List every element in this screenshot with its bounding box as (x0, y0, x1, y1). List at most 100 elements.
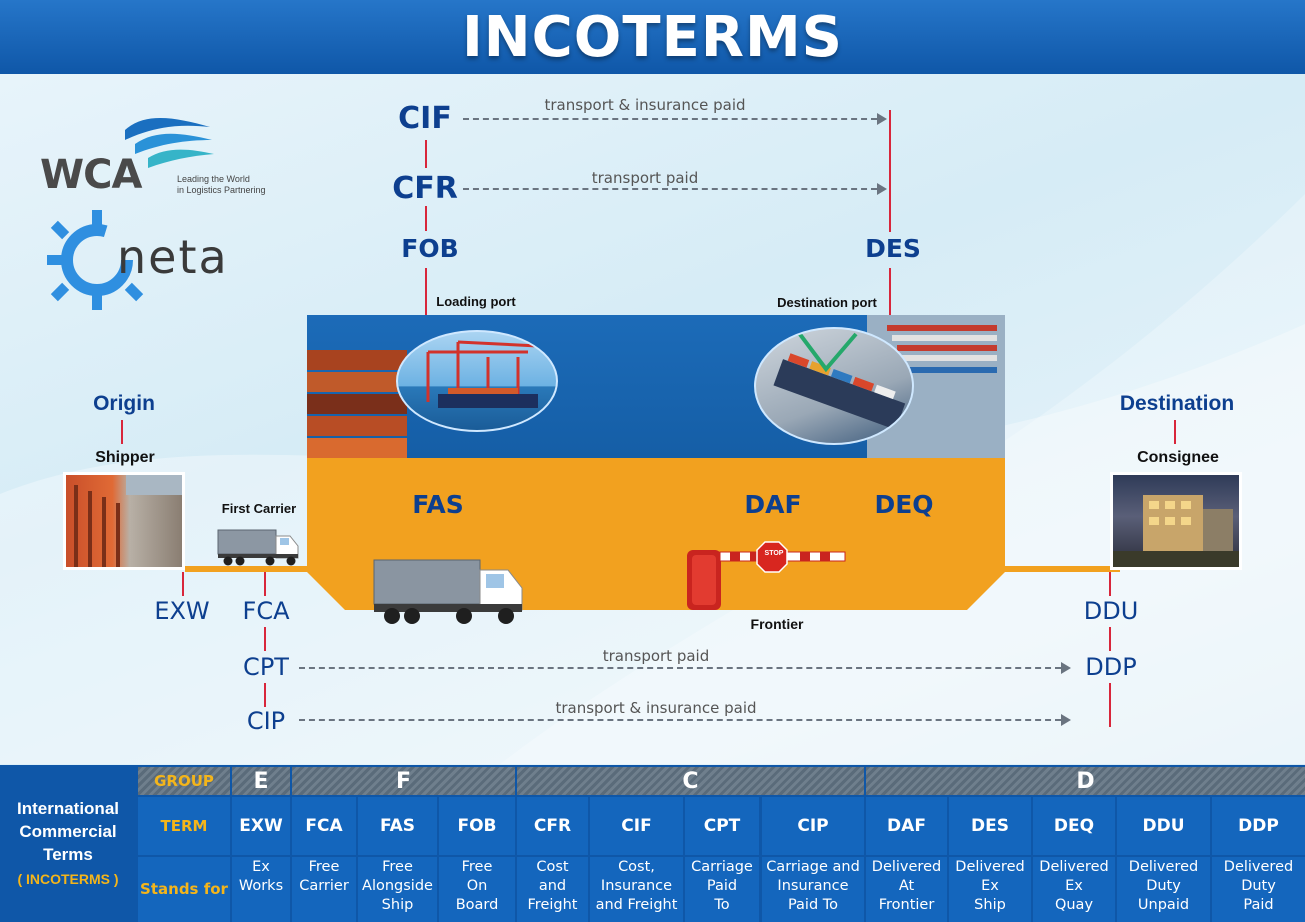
shipper-label: Shipper (95, 449, 155, 466)
cip-arrow-label: transport & insurance paid (555, 699, 757, 717)
big-truck-image (373, 559, 523, 624)
arrowhead-cfr (877, 183, 887, 195)
connector-origin (121, 420, 123, 444)
legend-meaning-line: Works (238, 878, 284, 894)
legend-meaning-line: Board (455, 897, 499, 913)
legend-meaning-line: Cost, (618, 859, 655, 875)
origin-label: Origin (93, 392, 155, 415)
destination-port-image (754, 327, 914, 445)
legend-meaning-line: Quay (1054, 897, 1094, 913)
legend-meaning-line: At (898, 878, 915, 894)
shipper-warehouse-image (63, 472, 185, 570)
legend-meaning-line: To (714, 897, 730, 913)
legend-meaning-line: Delivered (871, 859, 942, 875)
legend-term-ddp: DDP (1212, 797, 1305, 855)
group-d: D (866, 767, 1305, 795)
connector-ddu-ddp (1109, 627, 1111, 651)
legend-term-exw: EXW (232, 797, 290, 855)
legend-meaning-line: Carrier (299, 878, 349, 894)
group-f: F (292, 767, 515, 795)
crane-icon (426, 340, 539, 408)
term-cif: CIF (398, 101, 452, 136)
legend-term-cif: CIF (590, 797, 683, 855)
legend-title-line-2: Commercial (19, 821, 117, 841)
legend-meaning-line: Ship (974, 897, 1006, 913)
legend-meaning-line: Paid (706, 878, 738, 894)
legend-meaning-line: Duty (1146, 878, 1181, 894)
title-bar: INCOTERMS (0, 0, 1305, 74)
legend-meaning-line: Paid (1243, 897, 1274, 913)
frontier-barrier-image (687, 541, 846, 610)
legend-meaning-line: Frontier (878, 897, 935, 913)
group-e: E (232, 767, 290, 795)
wca-tagline-1: Leading the World (177, 174, 250, 184)
legend-meaning-line: Duty (1241, 878, 1276, 894)
legend-term-fob: FOB (439, 797, 515, 855)
ship-wheel-icon (47, 210, 144, 310)
legend-term-fas: FAS (358, 797, 437, 855)
legend-term-fca: FCA (292, 797, 356, 855)
legend-meaning-line: Carriage (691, 859, 753, 875)
legend-meaning-cif: Cost, Insurance and Freight (590, 857, 683, 922)
term-fas: FAS (412, 490, 464, 519)
legend-meaning-line: Cost (536, 859, 569, 875)
legend-meaning-line: Paid To (787, 897, 839, 913)
legend-meaning-line: Ex (1065, 878, 1083, 894)
stop-sign-text: STOP (764, 550, 784, 557)
connector-exw (182, 572, 184, 596)
term-exw: EXW (154, 597, 210, 625)
legend-meaning-line: and Freight (595, 897, 678, 913)
page-title: INCOTERMS (461, 4, 844, 70)
term-cip: CIP (246, 707, 286, 735)
legend-meaning-line: Free (382, 859, 413, 875)
connector-fob-port (425, 268, 427, 333)
term-ddp: DDP (1085, 653, 1137, 681)
loading-port-image (396, 330, 558, 432)
legend-meaning-line: Delivered (1128, 859, 1199, 875)
legend-meaning-line: Free (308, 859, 340, 875)
cif-arrow-label: transport & insurance paid (544, 96, 746, 114)
arrowhead-cif (877, 113, 887, 125)
arrow-cfr (463, 188, 877, 190)
term-cfr: CFR (392, 171, 458, 206)
legend-meaning-line: Insurance (777, 878, 849, 894)
legend-meaning-line: On (466, 878, 488, 894)
cpt-arrow-label: transport paid (602, 647, 710, 665)
legend-term-des: DES (949, 797, 1031, 855)
land-panel (185, 458, 1120, 610)
wca-logo: WCA Leading the World in Logistics Partn… (40, 112, 280, 202)
connector-destination (1174, 420, 1176, 444)
legend-meaning-line: and (538, 878, 567, 894)
term-ddu: DDU (1083, 597, 1139, 625)
row-label-stands-for: Stands for (138, 857, 230, 922)
legend-title-line-1: International (16, 798, 119, 818)
connector-cfr-fob (425, 206, 427, 231)
term-daf: DAF (744, 490, 802, 519)
legend-term-cip: CIP (762, 797, 864, 855)
legend-subtitle: ( INCOTERMS ) (17, 870, 119, 887)
connector-fca-truck (264, 566, 266, 596)
waves-icon (125, 117, 214, 168)
term-des: DES (865, 234, 921, 263)
destination-label: Destination (1119, 392, 1235, 415)
legend-title-line-3: Terms (43, 844, 93, 864)
legend-meaning-line: Ex (252, 859, 270, 875)
legend-term-deq: DEQ (1033, 797, 1115, 855)
first-carrier-label: First Carrier (221, 501, 297, 516)
legend-meaning-line: Alongside (362, 878, 433, 894)
connector-fca-cpt (264, 627, 266, 651)
neta-wordmark: neta (117, 230, 229, 284)
legend-term-daf: DAF (866, 797, 947, 855)
legend-meaning-line: Insurance (600, 878, 673, 894)
legend-meaning-line: Free (461, 859, 493, 875)
legend-meaning-line: Unpaid (1137, 897, 1190, 913)
